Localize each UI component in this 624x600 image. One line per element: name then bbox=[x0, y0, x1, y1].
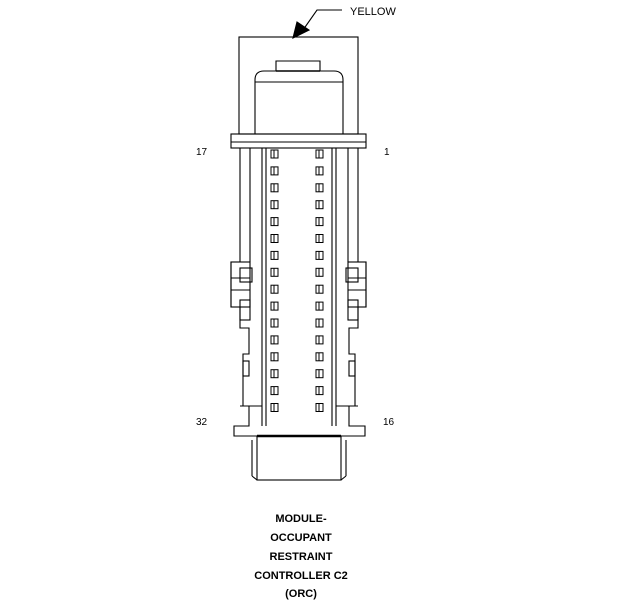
component-caption: MODULE- OCCUPANT RESTRAINT CONTROLLER C2… bbox=[254, 513, 348, 600]
pin-cavity-1 bbox=[315, 149, 324, 159]
pin-cavity-22 bbox=[270, 234, 279, 243]
pin-cavity-8 bbox=[315, 267, 324, 277]
caption-line-5: (ORC) bbox=[285, 588, 317, 600]
pin-cavity-3 bbox=[315, 183, 324, 193]
pin-cavity-21 bbox=[270, 217, 279, 227]
pin-cavity-4 bbox=[315, 200, 324, 210]
callout-arrow bbox=[292, 9, 342, 40]
pin-cavity-13 bbox=[315, 352, 324, 362]
pin-column-right bbox=[315, 149, 324, 412]
bottom-plug bbox=[251, 434, 347, 481]
pin-cavity-20 bbox=[270, 200, 279, 210]
pin-cavity-30 bbox=[270, 369, 279, 379]
upper-flange bbox=[230, 133, 367, 149]
pin-cavity-29 bbox=[270, 352, 279, 362]
color-callout-label: YELLOW bbox=[350, 6, 396, 18]
pin-cavity-10 bbox=[315, 301, 324, 311]
pin-cavity-26 bbox=[270, 301, 279, 311]
connector-body bbox=[230, 148, 367, 437]
right-side-clip bbox=[345, 261, 367, 321]
pin-cavity-19 bbox=[270, 183, 279, 193]
left-nub bbox=[242, 360, 250, 377]
latch-housing bbox=[238, 36, 359, 135]
pin-label-16: 16 bbox=[383, 417, 395, 428]
pin-cavity-2 bbox=[315, 166, 324, 176]
pin-cavity-23 bbox=[270, 250, 279, 260]
right-nub bbox=[348, 360, 356, 377]
pin-cavity-16 bbox=[315, 403, 324, 412]
pin-cavity-7 bbox=[315, 250, 324, 260]
left-side-clip bbox=[230, 261, 253, 321]
pin-cavity-18 bbox=[270, 166, 279, 176]
pin-cavity-24 bbox=[270, 267, 279, 277]
pin-cavity-25 bbox=[270, 284, 279, 294]
caption-line-1: MODULE- bbox=[275, 513, 327, 525]
caption-line-4: CONTROLLER C2 bbox=[254, 570, 348, 582]
caption-line-2: OCCUPANT bbox=[270, 532, 332, 544]
pin-cavity-5 bbox=[315, 217, 324, 227]
pin-cavity-17 bbox=[270, 149, 279, 159]
pin-cavity-27 bbox=[270, 318, 279, 328]
pin-cavity-11 bbox=[315, 318, 324, 328]
pin-cavity-31 bbox=[270, 386, 279, 396]
pin-label-1: 1 bbox=[384, 147, 390, 158]
pin-cavity-9 bbox=[315, 284, 324, 294]
pin-cavity-14 bbox=[315, 369, 324, 379]
pin-label-32: 32 bbox=[196, 417, 208, 428]
pin-cavity-6 bbox=[315, 234, 324, 243]
pin-cavity-32 bbox=[270, 403, 279, 412]
latch-inner bbox=[254, 60, 344, 134]
pin-cavity-28 bbox=[270, 335, 279, 345]
pin-cavity-12 bbox=[315, 335, 324, 345]
caption-line-3: RESTRAINT bbox=[270, 551, 333, 563]
pin-cavity-15 bbox=[315, 386, 324, 396]
pin-column-left bbox=[270, 149, 279, 412]
pin-label-17: 17 bbox=[196, 147, 208, 158]
